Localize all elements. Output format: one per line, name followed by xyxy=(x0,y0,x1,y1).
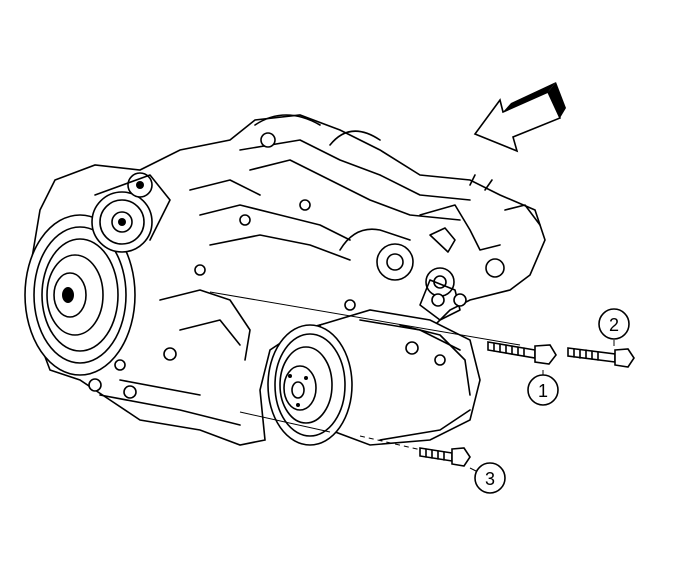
callout-1-label: 1 xyxy=(538,381,548,401)
callout-2-label: 2 xyxy=(609,315,619,335)
belt-tensioner xyxy=(91,172,171,253)
bolt-1-guide-line xyxy=(209,291,521,453)
long-bolt xyxy=(487,341,557,365)
crankshaft-pulley xyxy=(24,214,136,376)
callout-3: 3 xyxy=(474,462,506,494)
callout-1: 1 xyxy=(527,374,559,406)
compressor-clutch-pulley xyxy=(267,324,353,446)
ac-compressor xyxy=(319,279,481,446)
callout-3-label: 3 xyxy=(485,469,495,489)
callout-2: 2 xyxy=(598,308,630,340)
direction-arrow-icon xyxy=(473,82,566,153)
upper-bolt xyxy=(567,347,635,368)
lower-bolt xyxy=(419,447,471,467)
